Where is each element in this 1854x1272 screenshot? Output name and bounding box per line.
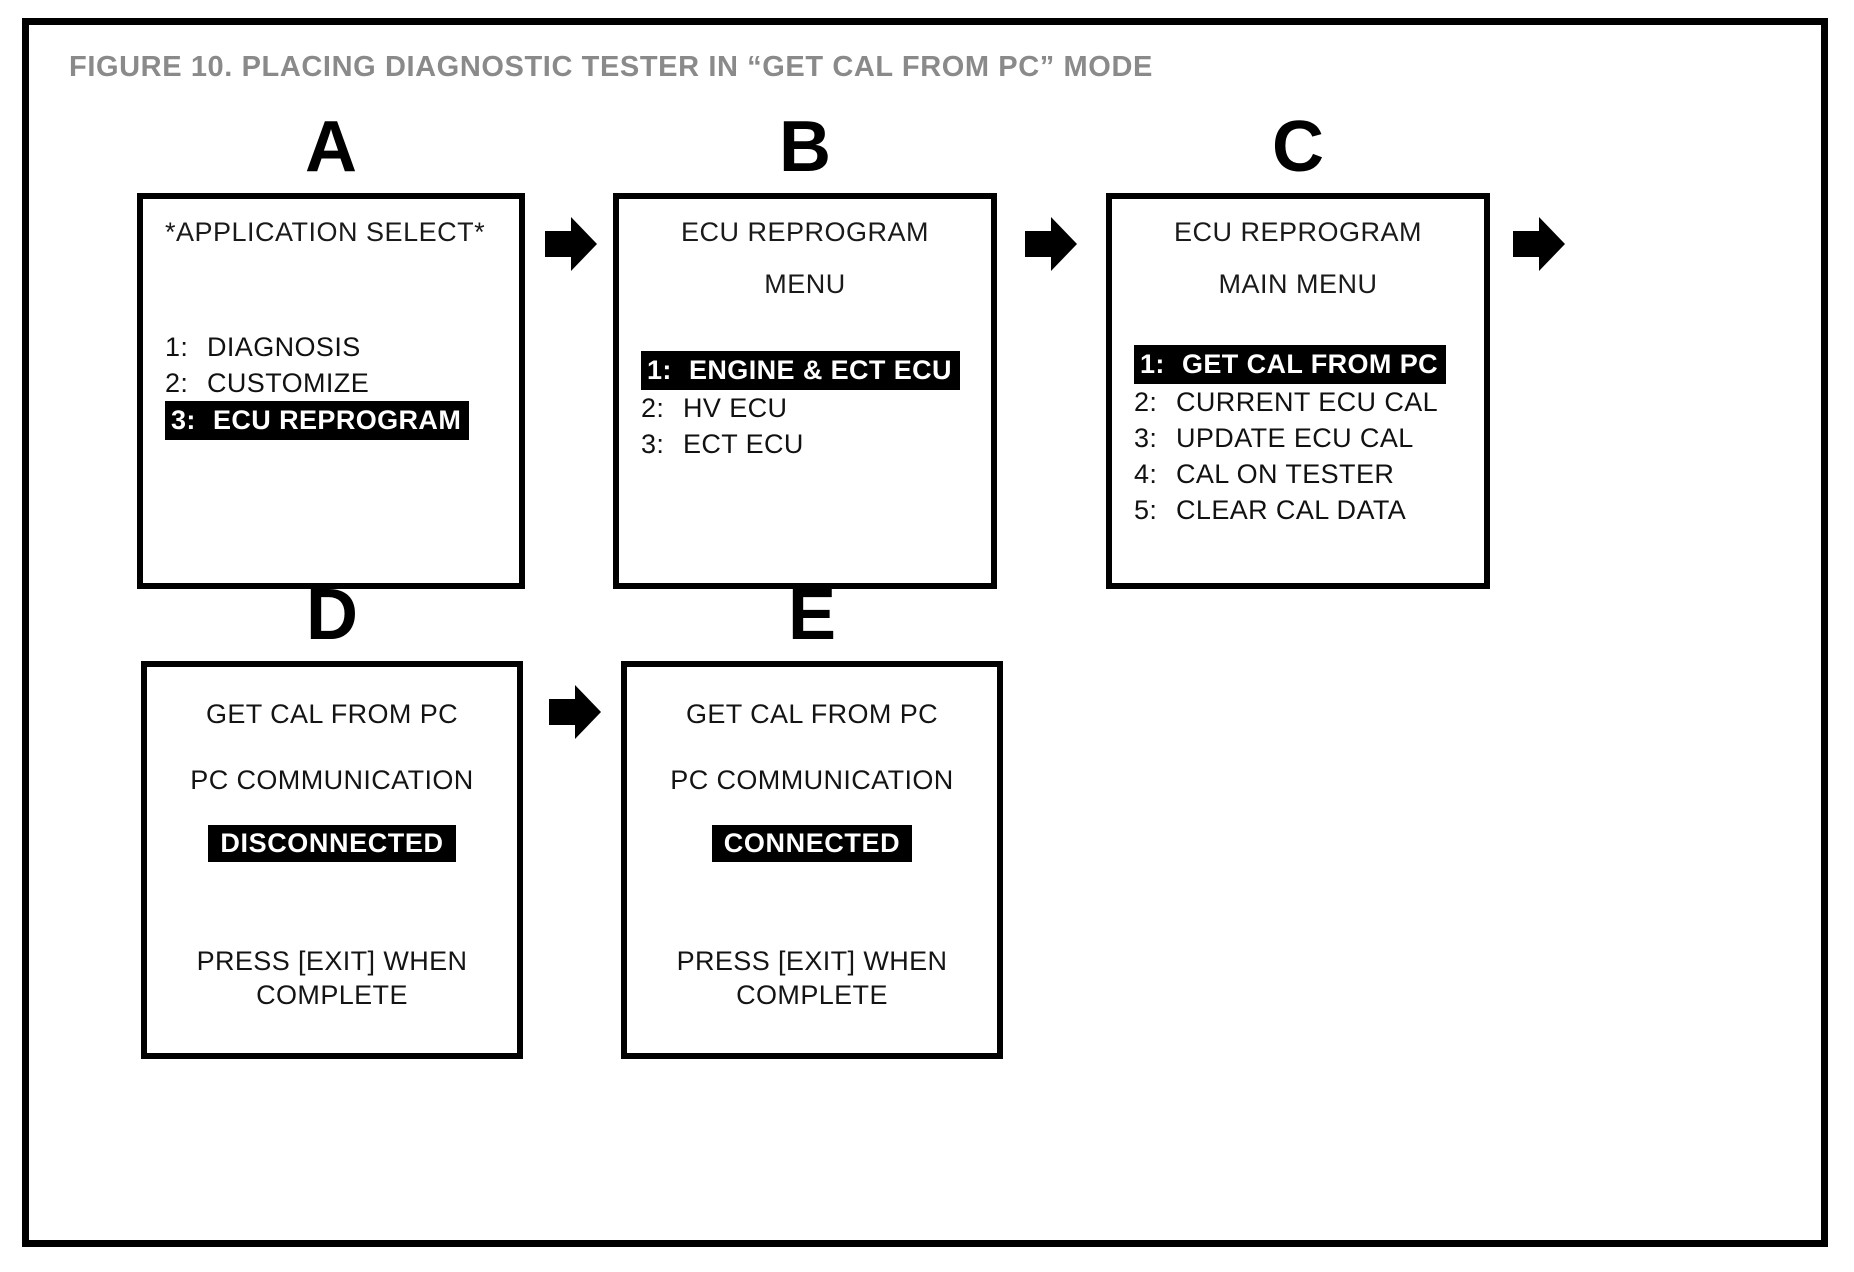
status-badge-disconnected: DISCONNECTED <box>208 825 456 862</box>
panel-c-screen-title-line1: ECU REPROGRAM <box>1173 217 1423 247</box>
panel-d-footer-line2: COMPLETE <box>256 980 408 1010</box>
menu-item-hv-ecu[interactable]: 2: HV ECU <box>641 390 991 426</box>
panel-c-letter: C <box>1272 107 1324 187</box>
menu-item-clear-cal-data[interactable]: 5: CLEAR CAL DATA <box>1134 492 1484 528</box>
panel-c-menu: 1: GET CAL FROM PC 2: CURRENT ECU CAL 3: UP… <box>1112 345 1484 528</box>
menu-row: 1: DIAGNOSIS <box>165 329 519 365</box>
arrow-c-to-d-icon <box>1513 215 1565 273</box>
menu-row: 3: ECU REPROGRAM <box>165 401 519 440</box>
arrow-d-to-e-icon <box>549 683 601 741</box>
menu-item-diagnosis[interactable]: 1: DIAGNOSIS <box>165 329 519 365</box>
panel-e-footer: PRESS [EXIT] WHEN COMPLETE <box>627 944 997 1012</box>
panel-b-menu: 1: ENGINE & ECT ECU 2: HV ECU 3: ECT ECU <box>619 351 991 462</box>
menu-item-label: CAL ON TESTER <box>1176 459 1395 489</box>
menu-item-label: CURRENT ECU CAL <box>1176 387 1439 417</box>
menu-item-number: 2: <box>165 368 189 398</box>
panel-d-line2: PC COMMUNICATION <box>190 765 474 795</box>
figure-title: FIGURE 10. PLACING DIAGNOSTIC TESTER IN … <box>69 51 1153 83</box>
menu-item-label: HV ECU <box>683 393 788 423</box>
menu-item-number: 4: <box>1134 459 1158 489</box>
panel-d-letter: D <box>306 575 358 655</box>
menu-item-number: 1: <box>1140 349 1165 379</box>
panel-e-letter: E <box>787 575 837 655</box>
menu-row: 1: GET CAL FROM PC <box>1134 345 1484 384</box>
panel-b-letter: B <box>779 107 831 187</box>
menu-row: 2: CURRENT ECU CAL <box>1134 384 1484 420</box>
panel-d-footer-line1: PRESS [EXIT] WHEN <box>196 946 468 976</box>
menu-item-label: CLEAR CAL DATA <box>1176 495 1407 525</box>
menu-item-update-ecu-cal[interactable]: 3: UPDATE ECU CAL <box>1134 420 1484 456</box>
menu-row: 3: ECT ECU <box>641 426 991 462</box>
panel-e-line1: GET CAL FROM PC <box>685 699 939 729</box>
menu-item-number: 2: <box>1134 387 1158 417</box>
menu-row: 3: UPDATE ECU CAL <box>1134 420 1484 456</box>
menu-row: 1: ENGINE & ECT ECU <box>641 351 991 390</box>
panel-d-footer: PRESS [EXIT] WHEN COMPLETE <box>147 944 517 1012</box>
panel-b-screen-title-line2: MENU <box>764 269 846 299</box>
panel-e-screen: GET CAL FROM PC PC COMMUNICATION CONNECT… <box>621 661 1003 1059</box>
panel-c-screen-title-line2: MAIN MENU <box>1218 269 1378 299</box>
menu-item-number: 1: <box>647 355 672 385</box>
panel-d-screen: GET CAL FROM PC PC COMMUNICATION DISCONN… <box>141 661 523 1059</box>
panel-a-menu: 1: DIAGNOSIS 2: CUSTOMIZE 3: ECU REPROGRAM <box>143 329 519 440</box>
menu-item-ect-ecu[interactable]: 3: ECT ECU <box>641 426 991 462</box>
panel-d-line1: GET CAL FROM PC <box>205 699 459 729</box>
figure-frame: FIGURE 10. PLACING DIAGNOSTIC TESTER IN … <box>22 18 1828 1247</box>
arrow-a-to-b-icon <box>545 215 597 273</box>
menu-item-label: ENGINE & ECT ECU <box>689 355 952 385</box>
panel-b-screen-title-line1: ECU REPROGRAM <box>680 217 930 247</box>
menu-item-ecu-reprogram[interactable]: 3: ECU REPROGRAM <box>165 401 470 440</box>
panel-a-screen-title: *APPLICATION SELECT* <box>165 217 486 247</box>
menu-item-number: 3: <box>641 429 665 459</box>
menu-item-label: ECT ECU <box>683 429 804 459</box>
menu-item-label: UPDATE ECU CAL <box>1176 423 1414 453</box>
panel-a-screen: *APPLICATION SELECT* 1: DIAGNOSIS 2: CUSTO… <box>137 193 525 589</box>
status-badge-connected: CONNECTED <box>711 825 913 862</box>
panel-a-letter: A <box>305 107 357 187</box>
menu-row: 2: HV ECU <box>641 390 991 426</box>
menu-item-current-ecu-cal[interactable]: 2: CURRENT ECU CAL <box>1134 384 1484 420</box>
menu-item-cal-on-tester[interactable]: 4: CAL ON TESTER <box>1134 456 1484 492</box>
menu-item-customize[interactable]: 2: CUSTOMIZE <box>165 365 519 401</box>
menu-item-number: 5: <box>1134 495 1158 525</box>
panel-e-footer-line2: COMPLETE <box>736 980 888 1010</box>
panel-c-screen: ECU REPROGRAM MAIN MENU 1: GET CAL FROM P… <box>1106 193 1490 589</box>
menu-item-number: 3: <box>1134 423 1158 453</box>
arrow-b-to-c-icon <box>1025 215 1077 273</box>
menu-item-number: 1: <box>165 332 189 362</box>
menu-item-engine-ect-ecu[interactable]: 1: ENGINE & ECT ECU <box>641 351 960 390</box>
menu-row: 2: CUSTOMIZE <box>165 365 519 401</box>
menu-item-number: 2: <box>641 393 665 423</box>
menu-item-get-cal-from-pc[interactable]: 1: GET CAL FROM PC <box>1134 345 1447 384</box>
menu-item-label: DIAGNOSIS <box>207 332 361 362</box>
menu-item-label: ECU REPROGRAM <box>213 405 462 435</box>
panel-e-line2: PC COMMUNICATION <box>670 765 954 795</box>
panel-e-status-row: CONNECTED <box>627 825 997 862</box>
menu-item-label: GET CAL FROM PC <box>1182 349 1439 379</box>
panel-b-screen: ECU REPROGRAM MENU 1: ENGINE & ECT ECU 2:… <box>613 193 997 589</box>
menu-item-number: 3: <box>171 405 196 435</box>
panel-d-status-row: DISCONNECTED <box>147 825 517 862</box>
menu-row: 4: CAL ON TESTER <box>1134 456 1484 492</box>
panel-e-footer-line1: PRESS [EXIT] WHEN <box>676 946 948 976</box>
menu-item-label: CUSTOMIZE <box>207 368 370 398</box>
menu-row: 5: CLEAR CAL DATA <box>1134 492 1484 528</box>
